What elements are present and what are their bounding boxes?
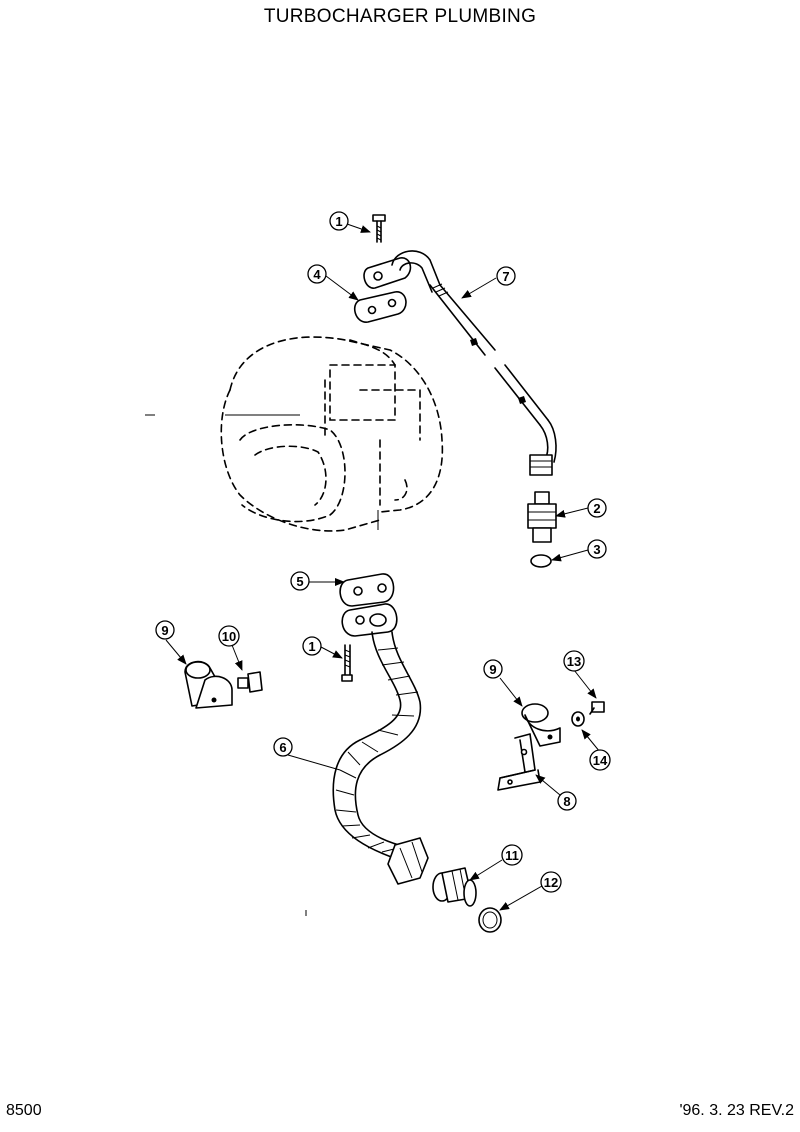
svg-text:5: 5	[296, 574, 303, 589]
svg-text:3: 3	[593, 542, 600, 557]
callout-4: 4	[307, 264, 327, 284]
mounting-bracket	[497, 733, 541, 791]
callout-7: 7	[496, 266, 516, 286]
callout-1-lower: 1	[302, 636, 322, 656]
drain-flange	[341, 603, 398, 637]
callout-8: 8	[557, 791, 577, 811]
bolt-top	[372, 214, 386, 243]
callout-leaders	[165, 223, 601, 911]
callout-13: 13	[563, 650, 585, 672]
revision-date: '96. 3. 23 REV.2	[679, 1102, 794, 1119]
bolt-lower	[341, 644, 353, 682]
svg-text:4: 4	[313, 267, 321, 282]
callout-14: 14	[589, 749, 611, 771]
svg-text:8: 8	[563, 794, 570, 809]
o-ring-small	[530, 554, 552, 568]
oil-drain-hose	[332, 631, 429, 885]
callout-5: 5	[290, 571, 310, 591]
oil-inlet-tube	[363, 250, 557, 476]
callout-2: 2	[587, 498, 607, 518]
o-ring-large	[478, 907, 502, 933]
gasket-top	[353, 291, 407, 323]
clamp-bolt-left	[237, 671, 263, 693]
callout-3: 3	[587, 539, 607, 559]
svg-text:6: 6	[279, 740, 286, 755]
turbocharger-housing-outline	[145, 336, 444, 532]
svg-text:9: 9	[161, 623, 168, 638]
svg-text:13: 13	[567, 654, 581, 669]
svg-text:2: 2	[593, 501, 600, 516]
washer	[571, 711, 585, 727]
clamp-left	[184, 660, 233, 709]
svg-text:14: 14	[593, 753, 608, 768]
adapter-fitting	[527, 491, 557, 543]
hose-connector	[432, 867, 477, 907]
page-title: TURBOCHARGER PLUMBING	[263, 6, 537, 27]
clamp-right	[521, 703, 561, 747]
clamp-bolt-right	[589, 701, 605, 715]
callout-10: 10	[218, 625, 240, 647]
callout-11: 11	[501, 844, 523, 866]
svg-text:10: 10	[222, 629, 236, 644]
gasket-lower	[339, 573, 395, 607]
svg-text:1: 1	[335, 214, 342, 229]
callout-9-left: 9	[155, 620, 175, 640]
callout-1-top: 1	[329, 211, 349, 231]
svg-text:7: 7	[502, 269, 509, 284]
svg-text:1: 1	[308, 639, 315, 654]
svg-text:11: 11	[505, 848, 519, 863]
svg-text:9: 9	[489, 662, 496, 677]
callout-6: 6	[273, 737, 293, 757]
svg-text:12: 12	[544, 875, 558, 890]
callout-12: 12	[540, 871, 562, 893]
page-number: 8500	[6, 1102, 42, 1119]
callout-9-right: 9	[483, 659, 503, 679]
